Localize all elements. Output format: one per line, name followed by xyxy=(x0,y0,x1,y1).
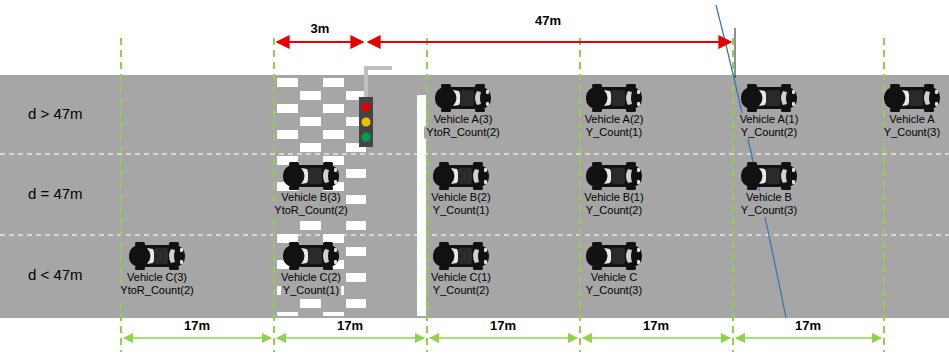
count-label: Y_Count(3) xyxy=(739,204,799,217)
count-label: YtoR_Count(2) xyxy=(272,204,349,217)
vehicle-label: Vehicle B(3) xyxy=(279,191,342,204)
dimension-label: 17m xyxy=(795,319,821,334)
lane-label: d > 47m xyxy=(28,105,83,122)
count-label: Y_Count(3) xyxy=(584,284,644,297)
count-label: Y_Count(1) xyxy=(431,204,491,217)
count-label: Y_Count(1) xyxy=(281,284,341,297)
count-label: YtoR_Count(2) xyxy=(118,284,195,297)
vehicle-label: Vehicle C xyxy=(589,271,639,284)
vehicle-label: Vehicle A(2) xyxy=(583,113,646,126)
vehicle-label: Vehicle C(3) xyxy=(125,271,189,284)
lane-label: d < 47m xyxy=(28,266,83,283)
count-label: Y_Count(3) xyxy=(882,126,942,139)
count-label: Y_Count(1) xyxy=(584,126,644,139)
count-label: Y_Count(2) xyxy=(431,284,491,297)
dimension-label: 17m xyxy=(184,319,210,334)
vehicle-label: Vehicle A(1) xyxy=(738,113,801,126)
count-label: Y_Count(2) xyxy=(584,204,644,217)
count-label: Y_Count(2) xyxy=(739,126,799,139)
vehicle-label: Vehicle B(2) xyxy=(429,191,492,204)
dimension-label: 3m xyxy=(311,22,330,37)
count-label: YtoR_Count(2) xyxy=(424,126,501,139)
vehicle-label: Vehicle C(2) xyxy=(279,271,343,284)
dimension-label: 17m xyxy=(490,319,516,334)
vehicle-label: Vehicle A(3) xyxy=(432,113,495,126)
dimension-label: 17m xyxy=(643,319,669,334)
dimension-label: 47m xyxy=(535,14,561,29)
dimension-label: 17m xyxy=(337,319,363,334)
vehicle-label: Vehicle B(1) xyxy=(582,191,645,204)
lane-label: d = 47m xyxy=(28,185,83,202)
vehicle-label: Vehicle C(1) xyxy=(429,271,493,284)
vehicle-label: Vehicle B xyxy=(744,191,794,204)
vehicle-label: Vehicle A xyxy=(887,113,936,126)
